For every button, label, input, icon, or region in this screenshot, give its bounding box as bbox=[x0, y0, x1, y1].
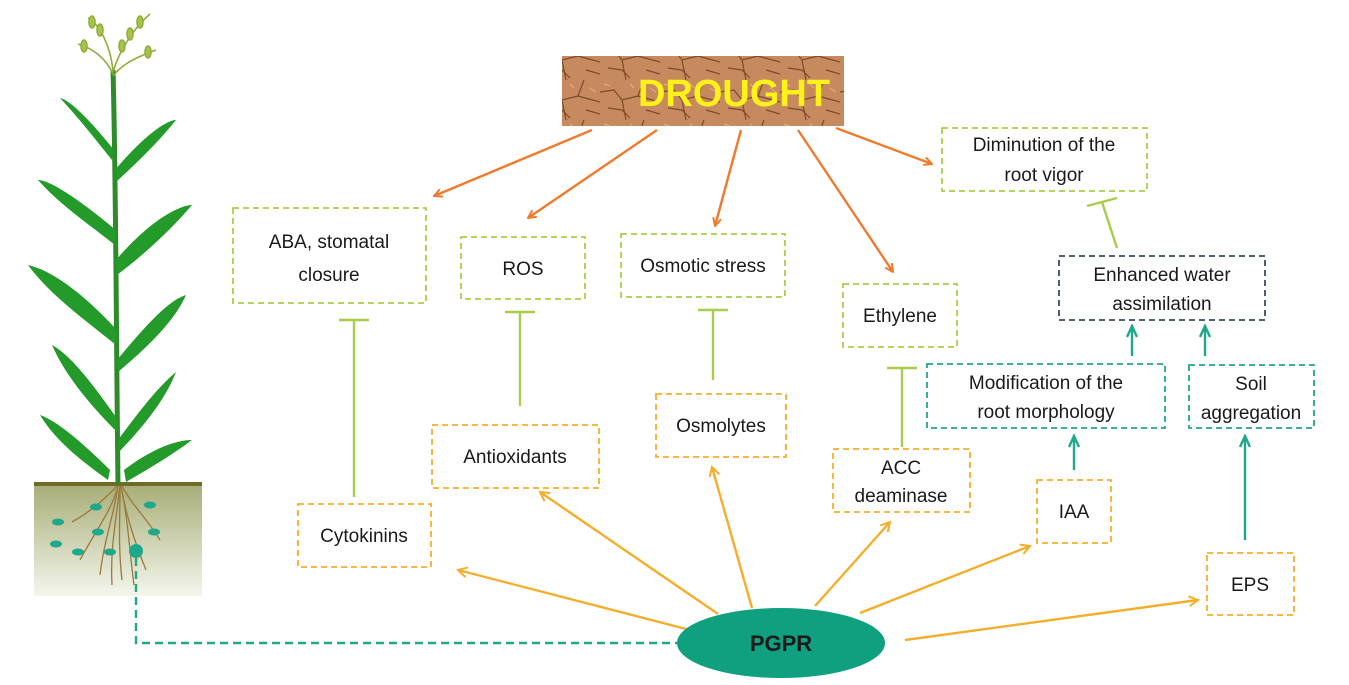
svg-text:ROS: ROS bbox=[502, 259, 543, 280]
svg-text:assimilation: assimilation bbox=[1112, 294, 1211, 315]
svg-text:aggregation: aggregation bbox=[1201, 403, 1301, 424]
mechanism-iaa-box: IAA bbox=[1036, 479, 1112, 544]
effect-ethylene-box: Ethylene bbox=[842, 283, 958, 348]
plant-illustration bbox=[28, 13, 202, 596]
drought-banner-bg bbox=[562, 56, 844, 126]
arrow-pgpr-to-acc-deaminase bbox=[814, 522, 890, 607]
effect-root-vigor-box: Diminution of the root vigor bbox=[941, 127, 1148, 192]
inhibit-osmolytes-osmotic bbox=[698, 308, 728, 380]
svg-text:Osmolytes: Osmolytes bbox=[676, 416, 766, 437]
mechanism-antioxidants-box: Antioxidants bbox=[431, 424, 600, 489]
pgpr-ellipse bbox=[677, 608, 885, 678]
mechanism-osmolytes-box: Osmolytes bbox=[655, 393, 787, 458]
inhibition-links bbox=[339, 196, 1119, 497]
arrow-drought-to-ethylene bbox=[797, 129, 893, 272]
effect-ros-box: ROS bbox=[460, 236, 586, 300]
arrow-pgpr-to-antioxidants bbox=[540, 492, 719, 615]
svg-text:closure: closure bbox=[298, 265, 359, 286]
mechanism-eps-box: EPS bbox=[1206, 552, 1295, 616]
svg-text:Ethylene: Ethylene bbox=[863, 306, 937, 327]
arrow-pgpr-to-cytokinins bbox=[458, 570, 691, 632]
svg-text:IAA: IAA bbox=[1059, 502, 1090, 523]
pgpr-arrows bbox=[458, 467, 1198, 642]
inhibit-acc-ethylene bbox=[887, 366, 917, 447]
svg-text:ACC: ACC bbox=[881, 458, 921, 479]
plant-panicle bbox=[77, 13, 157, 77]
arrow-drought-to-ros bbox=[528, 129, 658, 218]
inhibit-antioxidants-ros bbox=[505, 310, 535, 406]
root-to-pgpr-link bbox=[134, 558, 682, 645]
plant-stem bbox=[110, 69, 121, 485]
svg-text:EPS: EPS bbox=[1231, 575, 1269, 596]
svg-text:deaminase: deaminase bbox=[855, 486, 948, 507]
soil-bacteria bbox=[50, 501, 160, 558]
svg-text:ABA, stomatal: ABA, stomatal bbox=[269, 232, 389, 253]
effect-aba-box: ABA, stomatal closure bbox=[232, 207, 427, 304]
mechanism-acc-deaminase-box: ACC deaminase bbox=[832, 448, 971, 513]
plant-leaves bbox=[28, 98, 192, 482]
svg-text:Diminution of the: Diminution of the bbox=[973, 135, 1116, 156]
plant-roots bbox=[71, 485, 161, 586]
drought-label: DROUGHT bbox=[638, 73, 830, 115]
mechanism-cytokinins-box: Cytokinins bbox=[297, 503, 432, 568]
mechanism-soil-aggregation-box: Soil aggregation bbox=[1188, 364, 1315, 429]
teal-arrows bbox=[1074, 326, 1245, 540]
mechanism-root-morphology-box: Modification of the root morphology bbox=[926, 363, 1166, 429]
inhibit-water-root-vigor bbox=[1086, 196, 1119, 249]
mechanism-water-assimilation-box: Enhanced water assimilation bbox=[1058, 255, 1266, 321]
svg-text:Modification of the: Modification of the bbox=[969, 373, 1123, 394]
svg-text:Cytokinins: Cytokinins bbox=[320, 526, 408, 547]
svg-text:Soil: Soil bbox=[1235, 374, 1267, 395]
svg-text:Antioxidants: Antioxidants bbox=[463, 447, 567, 468]
pgpr-node: PGPR bbox=[677, 608, 885, 678]
drought-banner: DROUGHT bbox=[562, 56, 844, 126]
arrow-drought-to-osmotic bbox=[715, 129, 743, 226]
svg-text:root morphology: root morphology bbox=[977, 402, 1115, 423]
arrow-pgpr-to-osmolytes bbox=[712, 467, 754, 609]
arrow-drought-to-aba bbox=[434, 128, 593, 196]
svg-text:root vigor: root vigor bbox=[1004, 165, 1084, 186]
drought-arrows bbox=[434, 126, 932, 272]
arrow-drought-to-root-vigor bbox=[835, 126, 932, 164]
inhibit-cytokinins-aba bbox=[339, 318, 369, 497]
arrow-pgpr-to-eps bbox=[904, 600, 1198, 642]
arrow-pgpr-to-iaa bbox=[859, 546, 1030, 615]
svg-text:Osmotic stress: Osmotic stress bbox=[640, 256, 766, 277]
svg-text:Enhanced water: Enhanced water bbox=[1093, 265, 1231, 286]
effect-osmotic-stress-box: Osmotic stress bbox=[620, 233, 786, 298]
pgpr-label: PGPR bbox=[750, 631, 812, 656]
